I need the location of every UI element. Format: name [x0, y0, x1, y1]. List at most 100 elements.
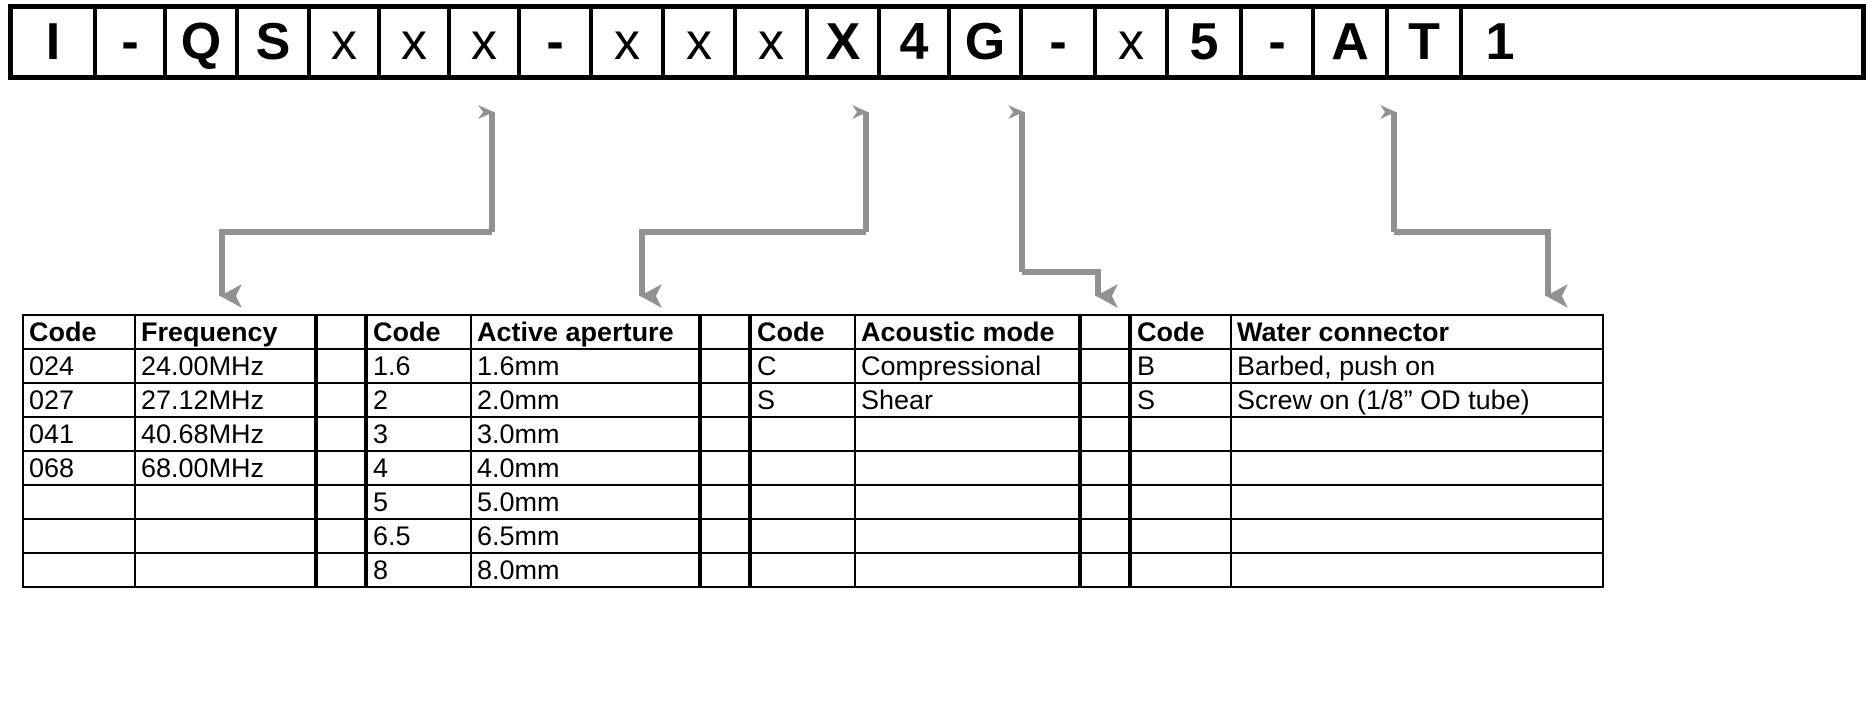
- separator-cell: [1080, 348, 1130, 384]
- option-code-cell: B: [1130, 348, 1232, 384]
- option-code-cell: 8: [366, 552, 472, 588]
- option-code-cell: 3: [366, 416, 472, 452]
- table-row: [750, 416, 1080, 452]
- option-description-cell: 2.0mm: [470, 382, 700, 418]
- option-code-cell: [1130, 552, 1232, 588]
- option-description-cell: [134, 518, 316, 554]
- table-row: [750, 552, 1080, 588]
- separator-cell: [316, 348, 366, 384]
- separator-cell: [1080, 518, 1130, 554]
- table-row: [1130, 552, 1604, 588]
- separator-cell: [1080, 382, 1130, 418]
- separator-cell: [700, 348, 750, 384]
- code-char-8: x: [593, 9, 665, 75]
- code-char-16: 5: [1169, 9, 1243, 75]
- separator-cell: [700, 552, 750, 588]
- option-description-cell: 4.0mm: [470, 450, 700, 486]
- option-description-cell: [854, 450, 1080, 486]
- option-code-cell: [1130, 416, 1232, 452]
- separator-cell: [316, 484, 366, 520]
- option-code-cell: [750, 552, 856, 588]
- option-code-cell: 6.5: [366, 518, 472, 554]
- option-description-cell: [854, 518, 1080, 554]
- option-description-cell: [1230, 518, 1604, 554]
- connector-acoustic-mode: [1008, 105, 1118, 308]
- table-row: [1130, 450, 1604, 486]
- option-code-cell: [22, 552, 136, 588]
- column-header: Acoustic mode: [854, 314, 1080, 350]
- option-code-cell: 5: [366, 484, 472, 520]
- option-code-cell: [750, 518, 856, 554]
- code-char-10: x: [737, 9, 809, 75]
- table-separator-column: [316, 314, 366, 588]
- connector-frequency: [219, 105, 495, 308]
- separator-cell: [316, 382, 366, 418]
- option-description-cell: [854, 484, 1080, 520]
- option-description-cell: [1230, 416, 1604, 452]
- column-header: Code: [750, 314, 856, 350]
- option-description-cell: 3.0mm: [470, 416, 700, 452]
- column-header: Active aperture: [470, 314, 700, 350]
- option-code-cell: [1130, 518, 1232, 554]
- option-code-cell: [22, 484, 136, 520]
- separator-cell: [1080, 416, 1130, 452]
- separator-cell: [1080, 484, 1130, 520]
- option-code-cell: 024: [22, 348, 136, 384]
- separator-cell: [1080, 552, 1130, 588]
- code-char-0: I: [13, 9, 97, 75]
- option-description-cell: Barbed, push on: [1230, 348, 1604, 384]
- code-char-5: x: [381, 9, 451, 75]
- separator-cell: [700, 450, 750, 486]
- column-header: Code: [1130, 314, 1232, 350]
- code-char-3: S: [239, 9, 311, 75]
- column-header: Code: [22, 314, 136, 350]
- option-description-cell: 6.5mm: [470, 518, 700, 554]
- option-code-cell: [22, 518, 136, 554]
- code-char-9: x: [665, 9, 737, 75]
- code-char-11: X: [809, 9, 881, 75]
- option-description-cell: 68.00MHz: [134, 450, 316, 486]
- option-code-cell: 2: [366, 382, 472, 418]
- option-description-cell: Compressional: [854, 348, 1080, 384]
- column-header: Code: [366, 314, 472, 350]
- column-header: Frequency: [134, 314, 316, 350]
- table-row: [1130, 484, 1604, 520]
- separator-cell: [1080, 450, 1130, 486]
- option-description-cell: Shear: [854, 382, 1080, 418]
- option-description-cell: [134, 484, 316, 520]
- option-description-cell: Screw on (1/8” OD tube): [1230, 382, 1604, 418]
- table-row: [22, 518, 316, 554]
- table-separator-column: [1080, 314, 1130, 588]
- separator-cell: [316, 518, 366, 554]
- option-code-cell: 041: [22, 416, 136, 452]
- option-description-cell: [1230, 484, 1604, 520]
- option-code-cell: [1130, 484, 1232, 520]
- table-row: [750, 518, 1080, 554]
- separator-cell: [316, 416, 366, 452]
- table-row: [750, 484, 1080, 520]
- table-row: [22, 484, 316, 520]
- code-char-12: 4: [881, 9, 951, 75]
- option-code-cell: [750, 484, 856, 520]
- table-row: [1130, 518, 1604, 554]
- column-header: Water connector: [1230, 314, 1604, 350]
